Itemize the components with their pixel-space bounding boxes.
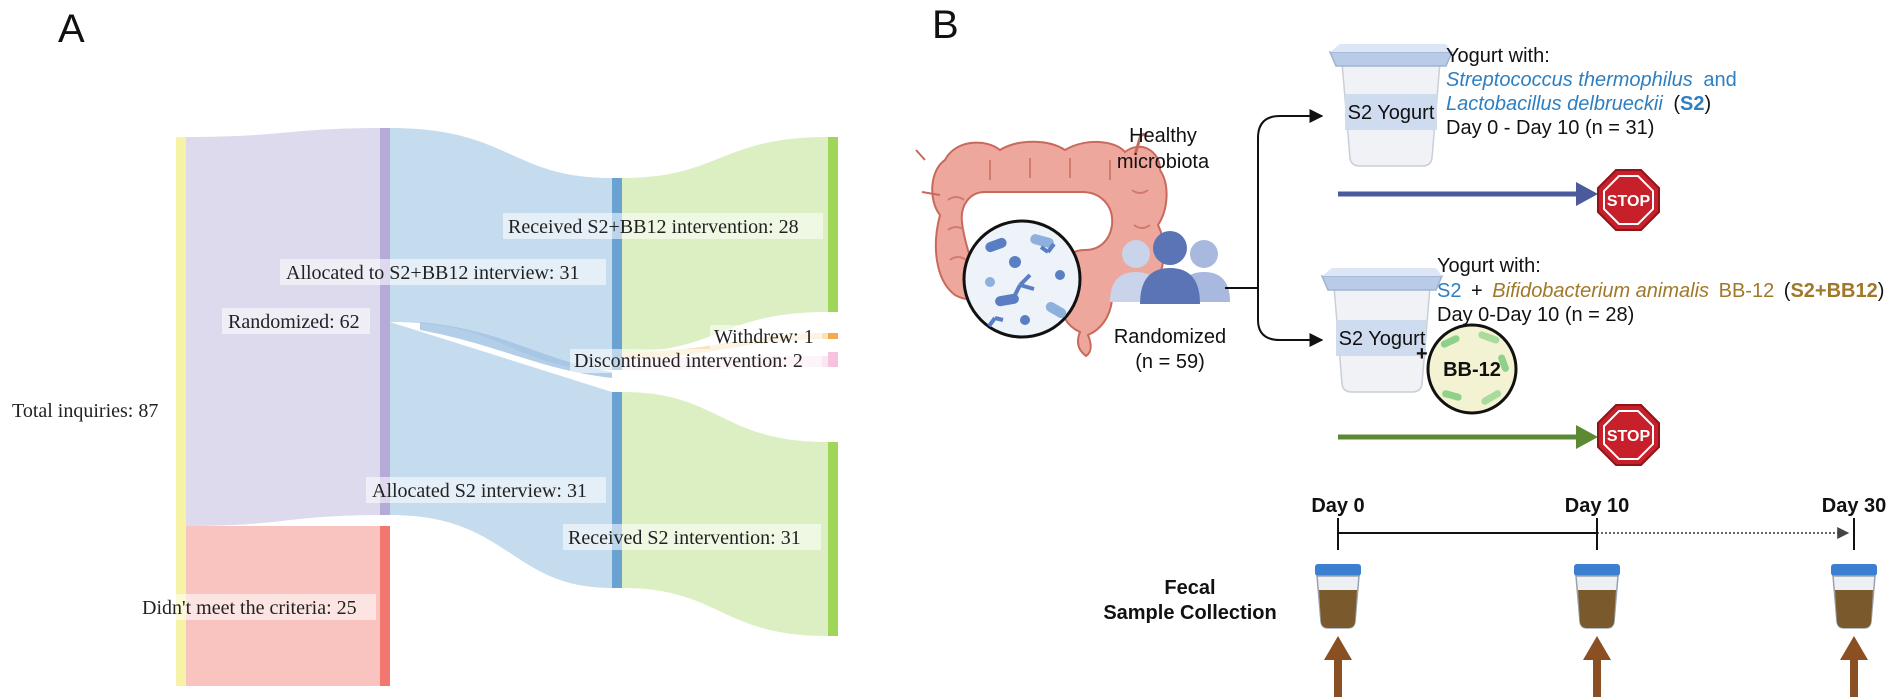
node-recv-bb12 [828,137,838,312]
bb12-strain-code: BB-12 [1719,280,1775,302]
label-recv-s2: Received S2 intervention: 31 [568,527,801,549]
sample-cup-day-10-icon [1574,564,1620,629]
day-10-label: Day 10 [1565,495,1630,517]
yogurt-cup-s2-icon [1328,44,1454,167]
branch-arrow-s2 [1225,109,1324,289]
flow-alloc-s2-to-recv-s2 [622,392,828,636]
s2-arm-strain-line2: Lactobacillus delbrueckii (S2) [1446,93,1711,115]
stop-label-1: STOP [1607,193,1651,210]
panel-a-letter: A [58,7,85,51]
fecal-label-line1: Fecal [1164,577,1215,599]
label-bg [503,213,823,239]
label-alloc-bb12: Allocated to S2+BB12 interview: 31 [286,262,579,284]
node-recv-s2 [828,442,838,636]
bb12-arm-heading: Yogurt with: [1437,255,1541,277]
microbiota-lens-icon [962,219,1082,339]
label-bg [570,349,822,373]
day-30-label: Day 30 [1822,495,1887,517]
panel-b-letter: B [932,3,959,47]
label-bg [140,594,376,620]
node-didnt-meet [380,526,390,686]
day-0-label: Day 0 [1311,495,1364,517]
s2-arm-heading: Yogurt with: [1446,45,1550,67]
label-discontinued: Discontinued intervention: 2 [574,350,803,372]
collection-arrow-day-10 [1583,636,1611,697]
bb12-arm-duration: Day 0-Day 10 (n = 28) [1437,304,1634,326]
s2-strain1: Streptococcus thermophilus [1446,69,1693,91]
label-bg [280,259,606,285]
bb12-arm-strain-line: S2 + Bifidobacterium animalis BB-12 (S2+… [1437,280,1884,302]
branch-arrow-bb12 [1257,288,1324,347]
s2-and-word: and [1703,69,1736,91]
node-discontinued [828,352,838,367]
stop-sign-icon [1597,404,1660,466]
label-bg [8,397,168,423]
yogurt-cup-bb12-icon [1320,268,1444,393]
healthy-label-line2: microbiota [1117,151,1210,173]
collection-arrow-day-30 [1840,636,1868,697]
node-alloc-s2 [612,392,622,588]
healthy-label-line1: Healthy [1129,125,1197,147]
bb12-plus: + [1471,280,1483,302]
bb12-label: BB-12 [1443,359,1501,381]
sample-cup-day-30-icon [1831,564,1877,629]
flow-randomized-to-alloc-bb12 [390,128,612,370]
label-withdrew: Withdrew: 1 [714,326,814,348]
cup-label-bb12-arm: S2 Yogurt [1339,328,1426,350]
s2-arm-duration: Day 0 - Day 10 (n = 31) [1446,117,1654,139]
node-withdrew [828,333,838,339]
s2-strain2: Lactobacillus delbrueckii [1446,93,1663,115]
s2-arm-strain-line1: Streptococcus thermophilus and [1446,69,1737,91]
s2-abbr: S2 [1680,93,1704,115]
node-alloc-bb12 [612,178,622,370]
colon-icon [915,132,1168,358]
label-bg [563,524,821,550]
label-recv-bb12: Received S2+BB12 intervention: 28 [508,216,799,238]
label-bg [710,325,822,349]
label-total-inquiries: Total inquiries: 87 [12,400,158,422]
bb12-s2: S2 [1437,280,1461,302]
bb12-bacteria-icon [1426,323,1518,415]
label-bg [366,477,606,503]
cup-label-s2: S2 Yogurt [1348,102,1435,124]
fecal-label-line2: Sample Collection [1103,602,1276,624]
collection-arrow-day-0 [1324,636,1352,697]
people-group-icon [1110,231,1230,304]
flow-alloc-to-discontinued [420,322,612,378]
sample-cup-day-0-icon [1315,564,1361,629]
bb12-abbr: S2+BB12 [1790,280,1877,302]
label-alloc-s2: Allocated S2 interview: 31 [372,480,587,502]
label-bg [222,308,370,334]
bb12-strain: Bifidobacterium animalis [1492,280,1709,302]
panel-b: B Healthy m [915,3,1887,697]
flow-alloc-bb12-to-recv-bb12 [622,137,828,352]
stop-sign-icon [1597,169,1660,231]
plus-sign: + [1416,343,1428,365]
node-randomized [380,128,390,515]
node-total-inquiries [176,137,186,686]
label-didnt-meet: Didn't meet the criteria: 25 [142,597,357,619]
s2-duration-arrowhead [1576,182,1598,206]
randomized-label-line2: (n = 59) [1135,351,1204,373]
bb12-duration-arrowhead [1576,425,1598,449]
stop-label-2: STOP [1607,428,1651,445]
panel-a: A Total inquiries: 87 Randomized: 62 All… [8,7,838,686]
label-randomized: Randomized: 62 [228,311,360,333]
flow-randomized-to-alloc-s2 [390,322,612,588]
randomized-label-line1: Randomized [1114,326,1226,348]
